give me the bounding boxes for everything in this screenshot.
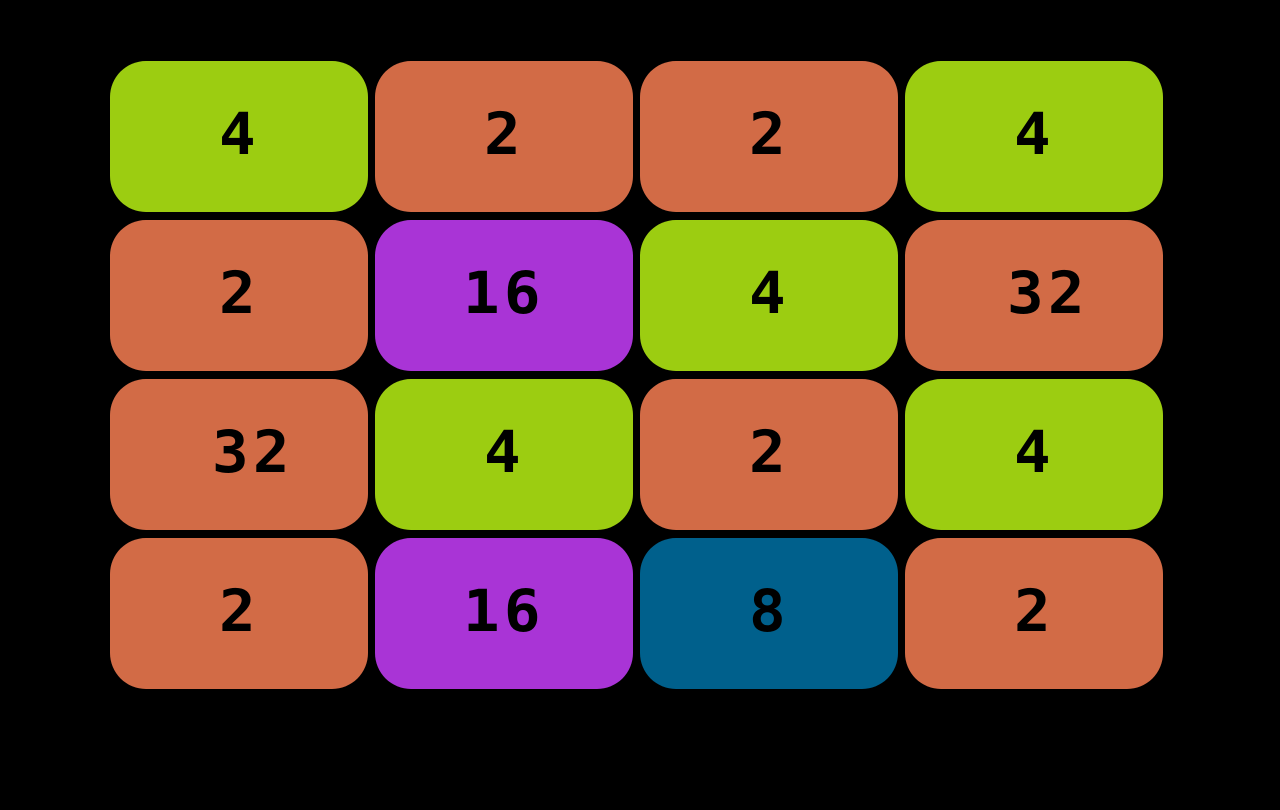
tile-value: 4: [748, 258, 790, 327]
tile-r2-c1: 2: [110, 220, 368, 371]
tile-value: 4: [218, 99, 260, 168]
tile-value: 16: [463, 258, 545, 327]
tile-value: 2: [483, 99, 525, 168]
tile-value: 2: [748, 417, 790, 486]
tile-r1-c2: 2: [375, 61, 633, 212]
tile-value: 32: [212, 417, 294, 486]
tile-value: 4: [483, 417, 525, 486]
tile-r1-c1: 4: [110, 61, 368, 212]
tile-r4-c2: 16: [375, 538, 633, 689]
tile-r1-c3: 2: [640, 61, 898, 212]
game-board: 4 2 2 4 2 16 4 32 32 4 2 4 2 16 8 2: [110, 61, 1163, 691]
tile-value: 2: [218, 258, 260, 327]
tile-r1-c4: 4: [905, 61, 1163, 212]
tile-value: 8: [748, 576, 790, 645]
tile-r2-c3: 4: [640, 220, 898, 371]
tile-value: 4: [1013, 417, 1055, 486]
tile-r3-c1: 32: [110, 379, 368, 530]
tile-value: 16: [463, 576, 545, 645]
tile-r2-c2: 16: [375, 220, 633, 371]
tile-value: 2: [1013, 576, 1055, 645]
tile-value: 2: [218, 576, 260, 645]
tile-value: 32: [1007, 258, 1089, 327]
tile-r4-c1: 2: [110, 538, 368, 689]
tile-value: 2: [748, 99, 790, 168]
tile-r4-c3: 8: [640, 538, 898, 689]
tile-r3-c4: 4: [905, 379, 1163, 530]
tile-value: 4: [1013, 99, 1055, 168]
tile-r2-c4: 32: [905, 220, 1163, 371]
tile-r4-c4: 2: [905, 538, 1163, 689]
tile-r3-c2: 4: [375, 379, 633, 530]
tile-r3-c3: 2: [640, 379, 898, 530]
